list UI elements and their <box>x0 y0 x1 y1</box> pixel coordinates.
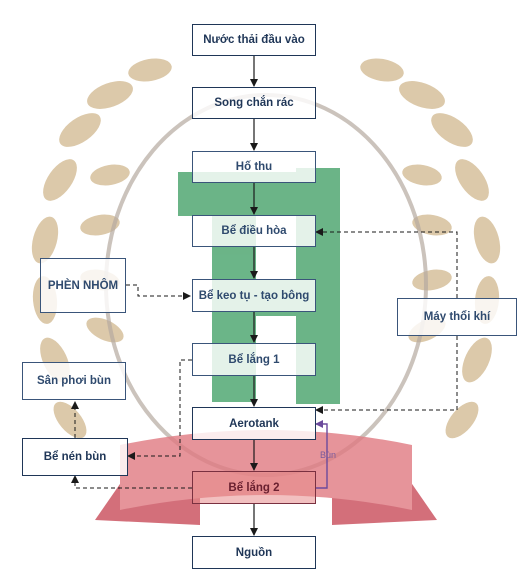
arrow-settle2-press <box>71 475 192 489</box>
node-settling-2: Bể lắng 2 <box>192 471 316 504</box>
node-aerotank: Aerotank <box>192 407 316 440</box>
node-sludge-press: Bể nén bùn <box>22 438 128 476</box>
arrow-alum-coag <box>126 284 191 300</box>
node-coagulation: Bể keo tụ - tạo bông <box>192 279 316 312</box>
node-input: Nước thải đầu vào <box>192 24 316 56</box>
node-equalization: Bể điều hòa <box>192 215 316 247</box>
arrow-return-sludge <box>315 420 328 489</box>
arrow-settle1-press <box>127 359 192 460</box>
node-drying-bed: Sân phơi bùn <box>22 362 126 400</box>
node-blower: Máy thổi khí <box>397 298 517 336</box>
node-settling-1: Bể lắng 1 <box>192 343 316 376</box>
node-pit: Hố thu <box>192 151 316 183</box>
node-output: Nguồn <box>192 536 316 569</box>
node-screen: Song chắn rác <box>192 87 316 119</box>
node-alum: PHÈN NHÔM <box>40 258 126 313</box>
arrow-blower-aero <box>315 336 458 414</box>
label-return-sludge: Bùn <box>320 450 337 460</box>
arrow-blower-equal <box>315 228 458 298</box>
